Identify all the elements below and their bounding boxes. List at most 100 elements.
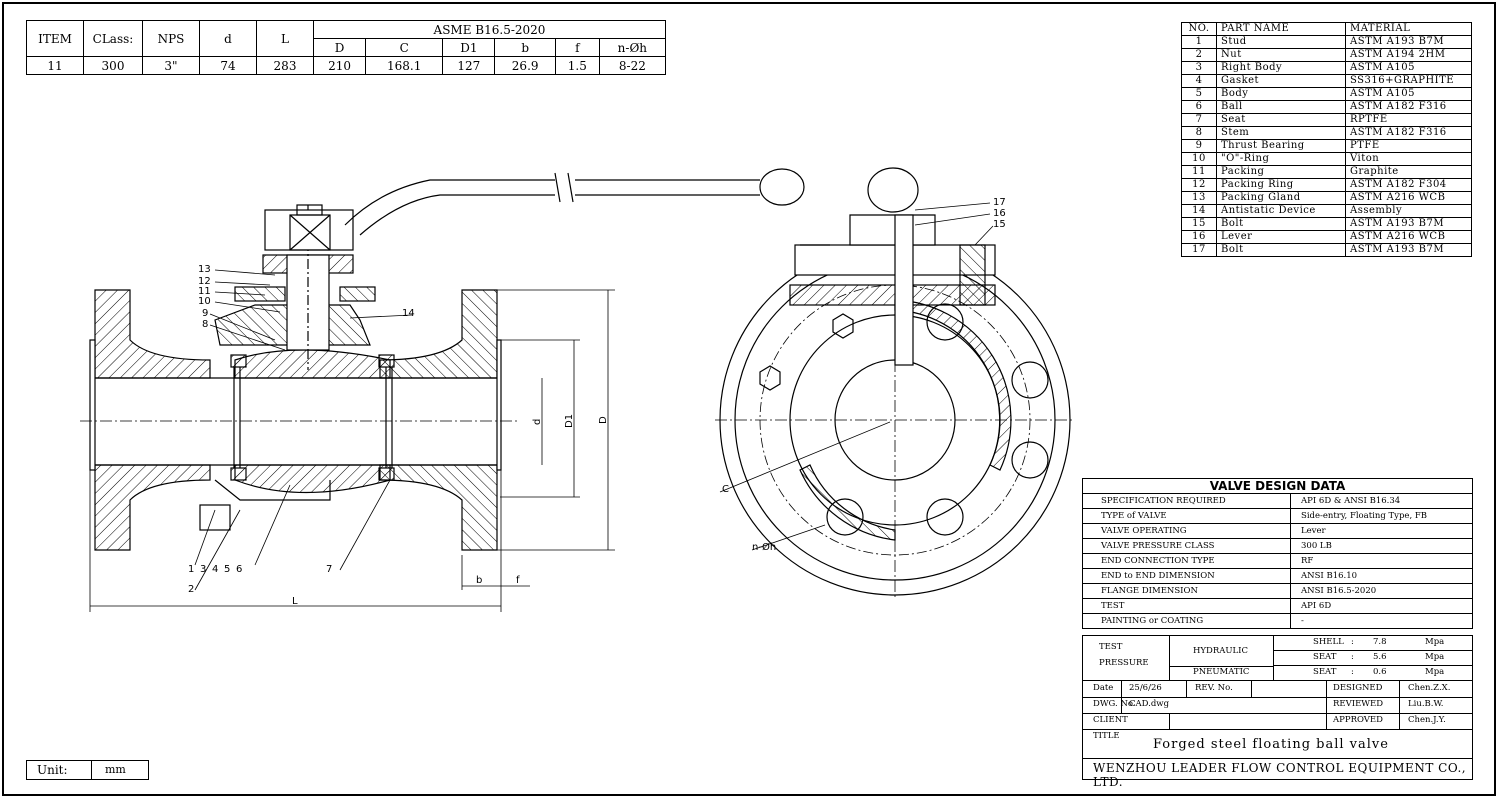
drawing-title: Forged steel floating ball valve	[1153, 737, 1389, 752]
header-class: CLass:	[83, 20, 143, 57]
dim-d-label: d	[532, 419, 543, 425]
test-pressure-label-2: PRESSURE	[1099, 658, 1149, 668]
dimension-table: ITEM CLass: NPS d L ASME B16.5-2020 D C …	[26, 20, 667, 75]
date-value: 25/6/26	[1129, 683, 1162, 693]
test-pressure-cell: 0.6	[1373, 667, 1387, 677]
unit-label: Unit:	[37, 763, 68, 777]
test-pressure-cell: 5.6	[1373, 652, 1387, 662]
subheader-d-big: D	[312, 38, 367, 57]
callout-1: 1	[188, 564, 194, 575]
callout-14: 14	[402, 308, 415, 319]
dimension-cell: 210	[312, 56, 367, 75]
dimension-cell: 283	[256, 56, 314, 75]
date-label: Date	[1093, 683, 1114, 693]
part-material: ASTM A193 B7M	[1345, 243, 1472, 257]
designed-label: DESIGNED	[1333, 683, 1383, 693]
design-data-row: PAINTING or COATING-	[1082, 613, 1473, 629]
title-label: TITLE	[1093, 731, 1120, 741]
valve-design-data-table: VALVE DESIGN DATA SPECIFICATION REQUIRED…	[1082, 478, 1473, 629]
title-block: Date 25/6/26 REV. No. DESIGNED Chen.Z.X.…	[1082, 680, 1473, 789]
dimension-cell: 11	[26, 56, 84, 75]
callout-7: 7	[326, 564, 332, 575]
dimension-cell: 3"	[142, 56, 200, 75]
test-pressure-cell: Mpa	[1425, 652, 1445, 662]
part-name: Bolt	[1216, 243, 1346, 257]
dimension-cell: 74	[199, 56, 257, 75]
callout-5: 5	[224, 564, 230, 575]
dimension-cell: 168.1	[365, 56, 444, 75]
test-pressure-cell: SHELL	[1313, 637, 1344, 647]
pneumatic-label: PNEUMATIC	[1193, 667, 1250, 677]
dim-b-label: b	[476, 575, 482, 586]
company-name: WENZHOU LEADER FLOW CONTROL EQUIPMENT CO…	[1093, 761, 1467, 789]
dimension-cell: 26.9	[494, 56, 556, 75]
unit-value: mm	[105, 763, 126, 776]
dimension-cell: 8-22	[598, 56, 667, 75]
approved-value: Chen.J.Y.	[1408, 715, 1446, 725]
callout-13: 13	[198, 264, 211, 275]
test-pressure-cell: 7.8	[1373, 637, 1387, 647]
test-pressure-cell: Mpa	[1425, 667, 1445, 677]
callout-15: 15	[993, 219, 1006, 230]
callout-10: 10	[198, 296, 211, 307]
callout-6: 6	[236, 564, 242, 575]
callout-3: 3	[200, 564, 206, 575]
reviewed-value: Liu.B.W.	[1408, 699, 1444, 709]
dwg-label: DWG. No.	[1093, 699, 1136, 709]
end-view	[715, 167, 1075, 600]
client-label: CLIENT	[1093, 715, 1128, 725]
design-data-value: -	[1290, 613, 1473, 629]
approved-label: APPROVED	[1333, 715, 1383, 725]
design-data-title: VALVE DESIGN DATA	[1082, 478, 1473, 494]
callout-16: 16	[993, 208, 1006, 219]
test-pressure-cell: :	[1351, 652, 1354, 662]
callout-9: 9	[202, 308, 208, 319]
dimension-cell: 1.5	[554, 56, 600, 75]
test-pressure-row: SHELL: 7.8 Mpa	[1273, 636, 1472, 651]
test-pressure-cell: :	[1351, 667, 1354, 677]
callout-17: 17	[993, 197, 1006, 208]
rev-label: REV. No.	[1195, 683, 1233, 693]
dim-d1-label: D1	[564, 414, 575, 428]
test-pressure-cell: SEAT	[1313, 667, 1337, 677]
dim-f-label: f	[516, 575, 520, 586]
callout-11: 11	[198, 286, 211, 297]
callout-8: 8	[202, 319, 208, 330]
callout-12: 12	[198, 276, 211, 287]
dwg-value: CAD.dwg	[1129, 699, 1170, 709]
dimension-cell: 127	[442, 56, 496, 75]
dim-C-label: C	[722, 484, 729, 495]
test-pressure-label-1: TEST	[1099, 642, 1123, 652]
unit-box: Unit: mm	[26, 760, 149, 780]
callout-2: 2	[188, 584, 194, 595]
callout-4: 4	[212, 564, 218, 575]
test-pressure-cell: :	[1351, 637, 1354, 647]
test-pressure-row: SEAT: 0.6 Mpa	[1273, 666, 1472, 680]
side-section-view	[80, 168, 805, 612]
reviewed-label: REVIEWED	[1333, 699, 1384, 709]
designed-value: Chen.Z.X.	[1408, 683, 1451, 693]
test-pressure-cell: SEAT	[1313, 652, 1337, 662]
dim-D-label: D	[598, 416, 609, 424]
test-pressure-cell: Mpa	[1425, 637, 1445, 647]
dim-nh-label: n-Øh	[752, 541, 776, 553]
